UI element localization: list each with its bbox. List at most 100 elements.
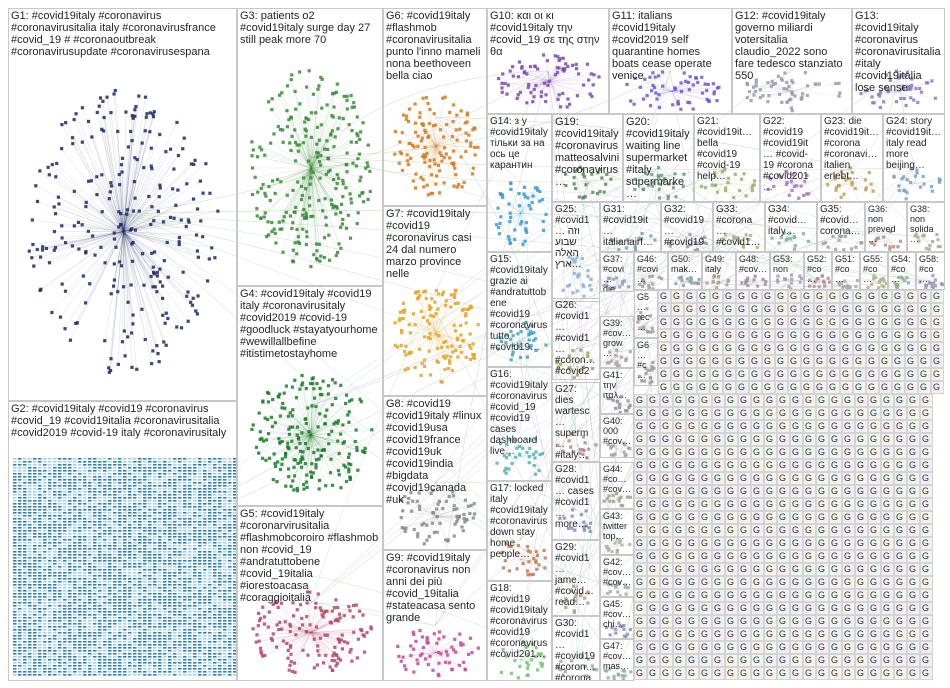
vertex-icon xyxy=(68,533,72,535)
edge xyxy=(310,434,332,460)
vertex-icon xyxy=(153,515,157,517)
vertex-icon xyxy=(278,414,282,418)
vertex-icon xyxy=(173,590,177,592)
vertex-icon xyxy=(78,602,82,604)
vertex-icon xyxy=(48,458,52,460)
vertex-icon xyxy=(118,635,122,637)
vertex-icon xyxy=(23,545,27,547)
vertex-icon xyxy=(28,611,32,613)
vertex-icon xyxy=(128,632,132,634)
edge xyxy=(434,351,618,626)
edge xyxy=(309,351,618,604)
vertex-icon xyxy=(88,539,92,541)
vertex-icon xyxy=(18,617,22,619)
vertex-icon xyxy=(213,674,217,676)
vertex-icon xyxy=(143,638,147,640)
edge xyxy=(310,167,313,217)
vertex-icon xyxy=(233,641,236,643)
vertex-icon xyxy=(168,497,172,499)
vertex-icon xyxy=(48,641,52,643)
vertex-icon xyxy=(38,491,42,493)
vertex-icon xyxy=(78,659,82,661)
vertex-icon xyxy=(123,632,127,634)
vertex-icon xyxy=(108,629,112,631)
vertex-icon xyxy=(108,458,112,460)
vertex-icon xyxy=(118,461,122,463)
vertex-icon xyxy=(133,503,137,505)
vertex-icon xyxy=(108,587,112,589)
vertex-icon xyxy=(93,590,97,592)
vertex-icon xyxy=(63,566,67,568)
vertex-icon xyxy=(300,616,304,621)
vertex-icon xyxy=(158,536,162,538)
vertex-icon xyxy=(273,461,277,466)
vertex-icon xyxy=(218,506,222,508)
vertex-icon xyxy=(218,479,222,481)
vertex-icon xyxy=(83,527,87,529)
edge xyxy=(49,231,124,263)
vertex-icon xyxy=(73,581,77,583)
vertex-icon xyxy=(163,665,167,667)
vertex-icon xyxy=(233,638,236,640)
vertex-icon xyxy=(157,195,161,199)
vertex-icon xyxy=(168,650,172,652)
vertex-icon xyxy=(63,602,67,604)
edge xyxy=(310,632,333,671)
vertex-icon xyxy=(68,665,72,667)
vertex-icon xyxy=(133,485,137,487)
vertex-icon xyxy=(213,506,217,508)
vertex-icon xyxy=(23,674,27,676)
vertex-icon xyxy=(145,112,149,116)
vertex-icon xyxy=(78,521,82,523)
edge xyxy=(310,388,315,436)
vertex-icon xyxy=(108,674,112,676)
vertex-icon xyxy=(233,617,236,619)
vertex-icon xyxy=(213,626,217,628)
vertex-icon xyxy=(213,668,217,670)
edge xyxy=(64,231,124,329)
vertex-icon xyxy=(143,129,147,133)
vertex-icon xyxy=(133,593,137,595)
vertex-icon xyxy=(183,668,187,670)
vertex-icon xyxy=(108,623,112,625)
vertex-icon xyxy=(228,470,232,472)
vertex-icon xyxy=(43,557,47,559)
vertex-icon xyxy=(33,662,37,664)
vertex-icon xyxy=(148,596,152,598)
vertex-icon xyxy=(13,623,17,625)
vertex-icon xyxy=(345,98,349,102)
vertex-icon xyxy=(158,479,162,481)
vertex-icon xyxy=(133,482,137,484)
vertex-icon xyxy=(103,620,107,622)
edge xyxy=(46,231,124,249)
edge xyxy=(122,214,436,484)
vertex-icon xyxy=(218,626,222,628)
vertex-icon xyxy=(143,521,147,523)
vertex-icon xyxy=(198,575,202,577)
vertex-icon xyxy=(48,599,52,601)
vertex-icon xyxy=(33,521,37,523)
vertex-icon xyxy=(168,461,172,463)
vertex-icon xyxy=(18,533,22,535)
vertex-icon xyxy=(178,617,182,619)
vertex-icon xyxy=(38,563,42,565)
vertex-icon xyxy=(258,616,263,620)
vertex-icon xyxy=(68,581,72,583)
vertex-icon xyxy=(198,593,202,595)
vertex-icon xyxy=(228,596,232,598)
vertex-icon xyxy=(23,527,27,529)
vertex-icon xyxy=(18,473,22,475)
vertex-icon xyxy=(188,653,192,655)
group-label: G3: patients o2 #covid19italy surge day … xyxy=(240,10,374,46)
vertex-icon xyxy=(138,464,142,466)
edge xyxy=(310,167,352,200)
vertex-icon xyxy=(23,608,27,610)
vertex-icon xyxy=(56,195,61,199)
vertex-icon xyxy=(128,521,132,523)
edge xyxy=(123,106,137,232)
vertex-icon xyxy=(33,569,37,571)
vertex-icon xyxy=(183,569,187,571)
vertex-icon xyxy=(143,635,147,637)
edge xyxy=(123,231,163,299)
vertex-icon xyxy=(43,641,47,643)
